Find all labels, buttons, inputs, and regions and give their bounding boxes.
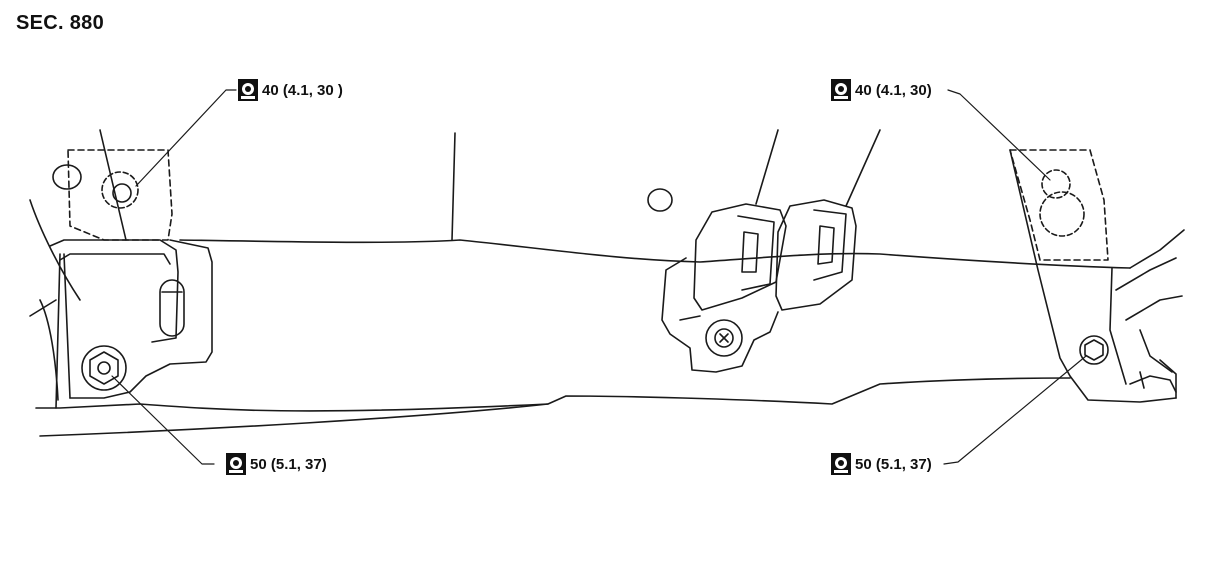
torque-wrench-icon xyxy=(238,79,258,101)
torque-wrench-icon xyxy=(831,453,851,475)
torque-wrench-icon xyxy=(226,453,246,475)
seat-belt-buckle xyxy=(647,129,881,373)
right-bracket xyxy=(1009,149,1185,403)
torque-value: 40 (4.1, 30) xyxy=(855,81,932,99)
torque-callout-bottom-left: 50 (5.1, 37) xyxy=(226,453,327,475)
left-bracket xyxy=(29,129,213,409)
torque-value: 50 (5.1, 37) xyxy=(250,455,327,473)
torque-callout-top-right: 40 (4.1, 30) xyxy=(831,79,932,101)
section-label: SEC. 880 xyxy=(16,12,105,34)
torque-callout-top-left: 40 (4.1, 30 ) xyxy=(238,79,343,101)
torque-value: 40 (4.1, 30 ) xyxy=(262,81,343,99)
seat-cross-member xyxy=(35,132,1131,437)
torque-callout-bottom-right: 50 (5.1, 37) xyxy=(831,453,932,475)
leader-lines xyxy=(111,89,1087,465)
torque-value: 50 (5.1, 37) xyxy=(855,455,932,473)
torque-wrench-icon xyxy=(831,79,851,101)
